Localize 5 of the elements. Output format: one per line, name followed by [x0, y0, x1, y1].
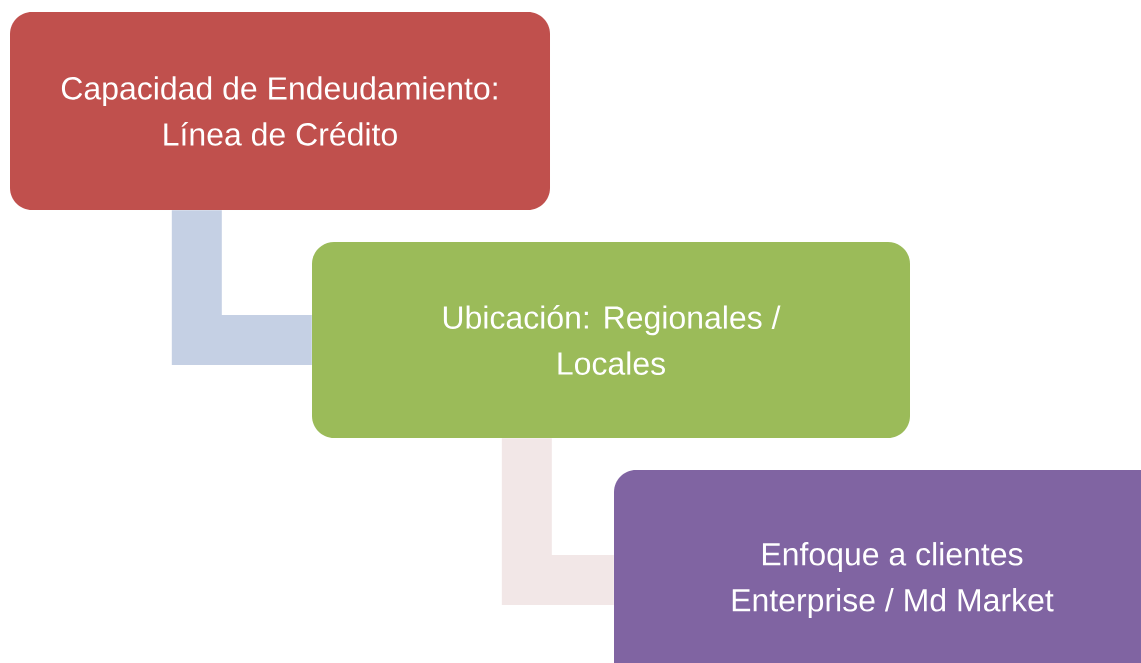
connector-band [171, 210, 312, 365]
connector-band [501, 438, 614, 605]
process-box: Ubicación: Regionales / Locales [312, 242, 910, 438]
process-box: Capacidad de Endeudamiento: Línea de Crédito [10, 12, 550, 210]
process-box: Enfoque a clientes Enterprise / Md Market [614, 470, 1141, 663]
